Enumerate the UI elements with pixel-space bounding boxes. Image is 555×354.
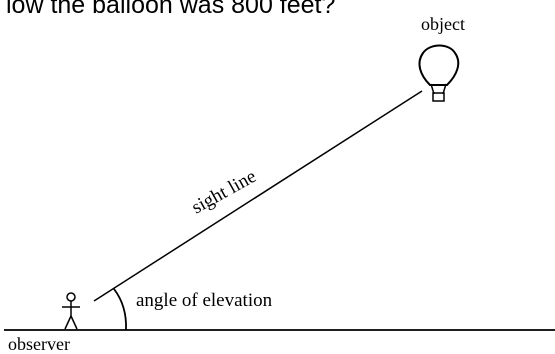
stick-figure-icon <box>62 292 80 330</box>
balloon-basket <box>432 92 445 102</box>
angle-arc <box>113 288 127 331</box>
sight-line <box>93 90 423 302</box>
object-label: object <box>421 14 465 34</box>
hot-air-balloon-icon <box>418 44 460 102</box>
observer-label: observer <box>8 334 70 354</box>
sight-line-label: sight line <box>188 166 260 218</box>
question-text: low the balloon was 800 feet? <box>6 0 335 19</box>
angle-of-elevation-label: angle of elevation <box>136 290 273 311</box>
